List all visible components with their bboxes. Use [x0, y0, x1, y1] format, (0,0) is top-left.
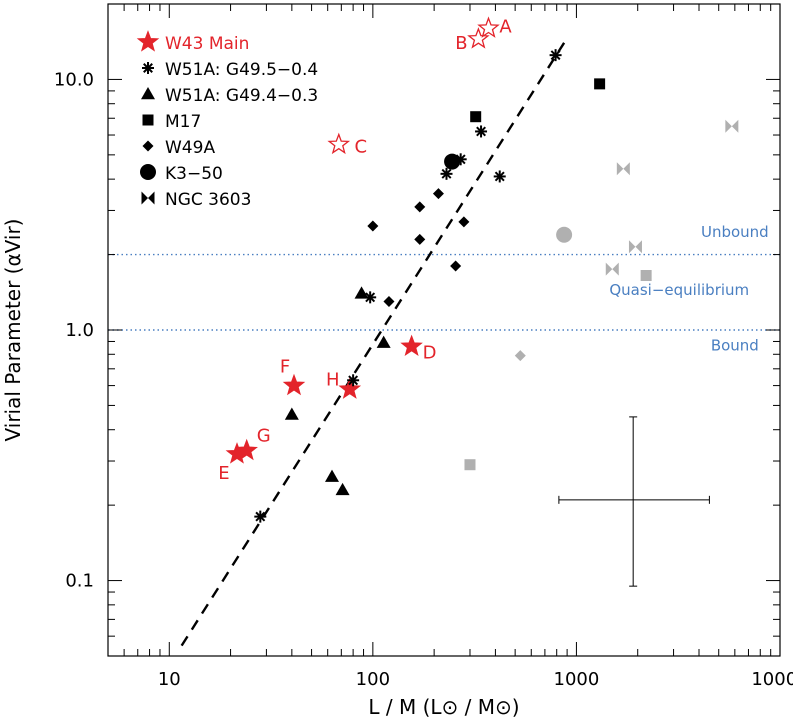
data-point-star — [467, 27, 490, 49]
point-label: D — [423, 342, 437, 363]
legend-entry: K3−50 — [165, 164, 223, 184]
data-point-circle — [556, 226, 573, 243]
data-point-diamond — [414, 201, 426, 213]
data-point-triangle — [335, 482, 350, 496]
legend-marker-star — [136, 30, 160, 52]
data-point-circle — [444, 153, 461, 170]
legend-entry: W51A: G49.5−0.4 — [165, 60, 318, 80]
data-point-bowtie — [605, 262, 619, 276]
legend-entry: NGC 3603 — [165, 190, 251, 210]
x-tick-label: 100 — [356, 669, 390, 690]
series-group — [470, 78, 606, 123]
data-point-triangle — [284, 407, 299, 420]
series-group — [464, 119, 739, 471]
data-point-triangle — [376, 335, 391, 348]
legend-marker-square — [142, 114, 154, 126]
legend-marker-asterisk — [142, 62, 154, 74]
data-point-diamond — [458, 216, 470, 228]
point-label: H — [326, 369, 340, 390]
point-label: C — [354, 136, 367, 157]
asterisk-stroke — [365, 292, 376, 303]
data-point-diamond — [432, 188, 444, 200]
series-group — [284, 286, 391, 496]
data-point-star — [338, 377, 362, 399]
asterisk-stroke — [494, 171, 505, 182]
y-tick-label: 10.0 — [54, 69, 94, 90]
data-point-square — [464, 459, 476, 471]
data-point-square — [470, 111, 482, 123]
reference-line-label: Unbound — [701, 223, 769, 241]
point-label: G — [257, 426, 271, 447]
data-points: A B C D E F G H — [218, 16, 739, 523]
data-point-diamond — [450, 260, 462, 272]
data-point-asterisk — [254, 510, 267, 523]
data-point-asterisk — [475, 125, 488, 138]
point-label: A — [499, 16, 512, 37]
point-label: E — [218, 463, 229, 484]
error-bar-layer — [558, 416, 710, 587]
asterisk-stroke — [255, 511, 266, 522]
data-point-asterisk — [440, 167, 453, 180]
asterisk-stroke — [143, 63, 153, 73]
point-label: F — [280, 357, 290, 378]
data-point-star — [477, 16, 500, 38]
reference-line-label: Bound — [711, 336, 759, 354]
data-point-square — [640, 270, 652, 282]
data-point-diamond — [514, 350, 526, 362]
data-point-bowtie — [628, 240, 642, 254]
y-tick-label: 1.0 — [65, 320, 94, 341]
legend-entry: W51A: G49.4−0.3 — [165, 86, 318, 106]
asterisk-stroke — [348, 375, 359, 386]
series-group: A B C D E F G H — [218, 16, 512, 484]
data-point-asterisk — [493, 170, 506, 183]
data-point-bowtie — [616, 162, 630, 176]
asterisk-stroke — [476, 126, 486, 137]
x-tick-label: 1000 — [554, 669, 600, 690]
x-axis-label: L / M (L⊙ / M⊙) — [368, 695, 519, 719]
legend-marker-bowtie — [141, 191, 155, 205]
data-point-star — [282, 373, 306, 396]
data-point-star — [327, 132, 351, 155]
series-group — [444, 153, 461, 170]
data-point-bowtie — [725, 119, 739, 133]
legend-entry: W43 Main — [165, 34, 249, 54]
asterisk-stroke — [441, 168, 452, 179]
asterisk-stroke — [550, 50, 561, 61]
y-axis-label: Virial Parameter (αVir) — [1, 219, 25, 442]
data-point-star — [400, 334, 423, 357]
fit-line-layer — [180, 42, 566, 647]
legend-entry: M17 — [165, 112, 201, 132]
data-point-triangle — [325, 469, 340, 482]
data-point-square — [594, 78, 606, 90]
point-label: B — [455, 33, 467, 54]
reference-line-label: Quasi−equilibrium — [609, 281, 749, 299]
data-point-star — [235, 438, 258, 461]
data-point-asterisk — [347, 374, 360, 387]
legend-entry: W49A — [165, 138, 215, 158]
fit-line — [180, 42, 566, 647]
legend-marker-triangle — [141, 87, 155, 100]
x-tick-label: 10 — [158, 669, 181, 690]
data-point-diamond — [414, 233, 426, 245]
legend-marker-circle — [140, 164, 156, 180]
data-point-diamond — [367, 220, 379, 232]
data-point-diamond — [383, 295, 395, 307]
data-point-asterisk — [549, 49, 562, 62]
y-tick-label: 0.1 — [65, 571, 94, 592]
series-group — [254, 49, 562, 523]
data-point-triangle — [354, 286, 369, 299]
series-group — [367, 188, 470, 307]
legend-marker-diamond — [142, 140, 154, 152]
